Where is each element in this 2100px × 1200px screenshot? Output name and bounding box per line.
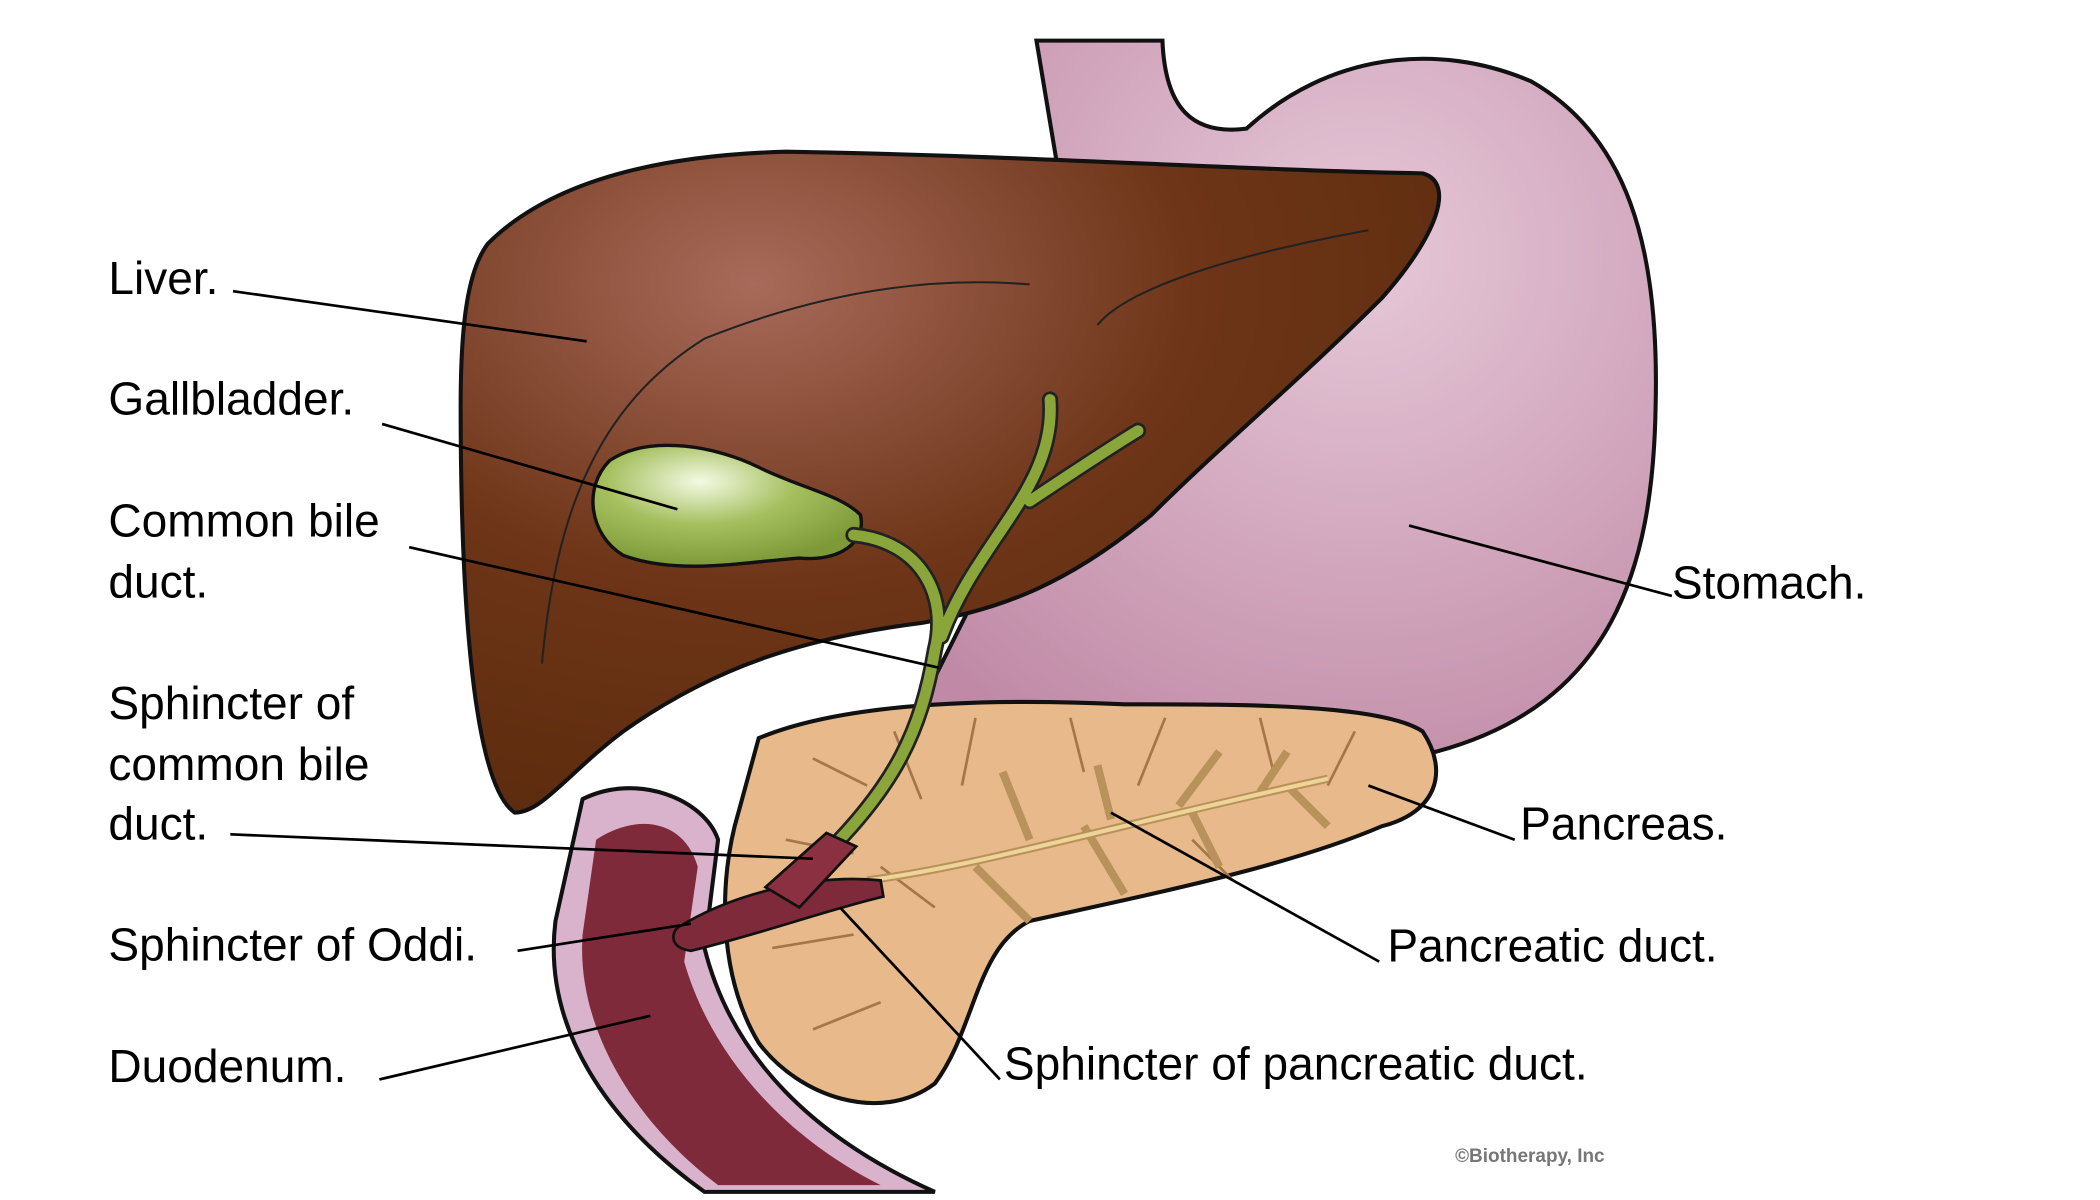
label-common-bile-duct-2: duct.: [108, 555, 208, 607]
label-common-bile-duct-1: Common bile: [108, 494, 379, 546]
liver-shape: [458, 149, 1442, 815]
label-stomach: Stomach.: [1672, 557, 1867, 609]
label-sphincter-cbd-2: common bile: [108, 738, 369, 790]
copyright-text: ©Biotherapy, Inc: [1455, 1146, 1604, 1167]
label-gallbladder: Gallbladder.: [108, 372, 354, 424]
label-duodenum: Duodenum.: [108, 1040, 346, 1092]
pancreas-lobules: [772, 717, 1357, 1031]
label-pancreatic-duct: Pancreatic duct.: [1387, 920, 1717, 972]
pancreas-shape: [723, 699, 1439, 1106]
label-sphincter-oddi: Sphincter of Oddi.: [108, 918, 477, 970]
label-sphincter-cbd-3: duct.: [108, 798, 208, 850]
label-sphincter-pancreatic-duct: Sphincter of pancreatic duct.: [1004, 1037, 1588, 1089]
label-pancreas: Pancreas.: [1520, 798, 1727, 850]
label-sphincter-cbd-1: Sphincter of: [108, 677, 354, 729]
label-liver: Liver.: [108, 252, 218, 304]
sphincter-cbd-shape: [763, 831, 859, 910]
gallbladder-shape: [591, 443, 864, 568]
leader-lines: [230, 289, 1673, 1081]
